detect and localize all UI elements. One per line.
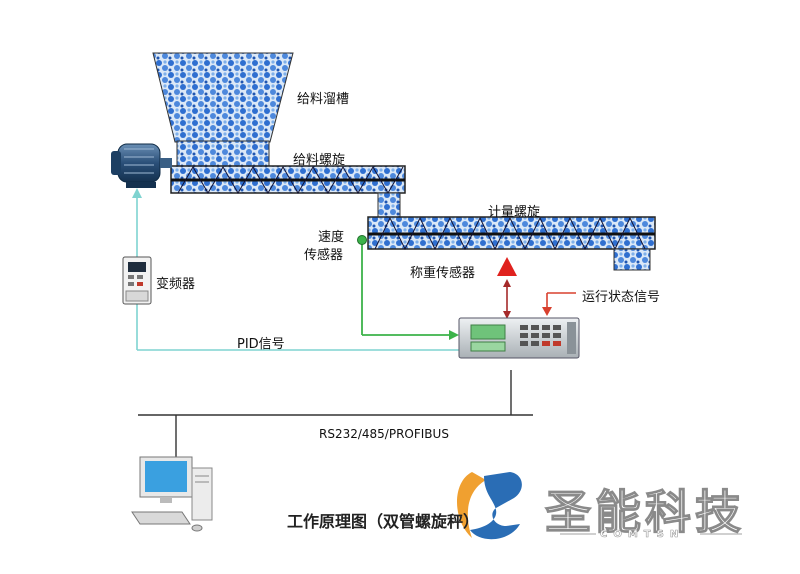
comm-bus [138, 370, 533, 457]
computer [131, 456, 213, 532]
inverter-signal-lines [136, 192, 459, 351]
feed-screw-label: 给料螺旋 [293, 153, 346, 168]
hopper-neck [176, 140, 270, 167]
motor-signal-arrowhead [132, 188, 142, 198]
discharge-outlet [613, 248, 651, 271]
brand-logo-icon [457, 472, 522, 540]
drop-chute [377, 192, 401, 219]
hopper-label: 给料溜槽 [297, 92, 350, 107]
weigh-sensor-label: 称重传感器 [410, 266, 476, 281]
inverter [122, 256, 152, 305]
speed-sensor [357, 235, 367, 245]
bus-label: RS232/485/PROFIBUS [319, 427, 449, 441]
weigh-signal-arrow-up [503, 279, 511, 287]
brand-sub: COMTSN [600, 529, 685, 541]
speed-sensor-label-1: 速度 [318, 230, 345, 245]
run-signal-label: 运行状态信号 [582, 290, 661, 305]
meter-screw-label: 计量螺旋 [488, 205, 541, 220]
speed-signal-arrowhead [449, 330, 459, 340]
hopper [152, 52, 294, 143]
controller [458, 317, 580, 359]
motor [111, 143, 172, 188]
metering-screw [367, 216, 656, 251]
inverter-label: 变频器 [156, 277, 196, 292]
weigh-sensor [497, 257, 517, 276]
run-signal-arrowhead [542, 307, 552, 316]
brand-name: 圣能科技 [544, 484, 745, 539]
weigh-signal-arrow-down [503, 311, 511, 319]
pid-signal-label: PID信号 [237, 337, 285, 352]
diagram-title: 工作原理图（双管螺旋秤） [287, 512, 480, 531]
run-signal-line [546, 292, 576, 309]
feed-screw [170, 165, 406, 195]
speed-sensor-line [361, 244, 452, 336]
speed-sensor-label-2: 传感器 [304, 248, 344, 263]
